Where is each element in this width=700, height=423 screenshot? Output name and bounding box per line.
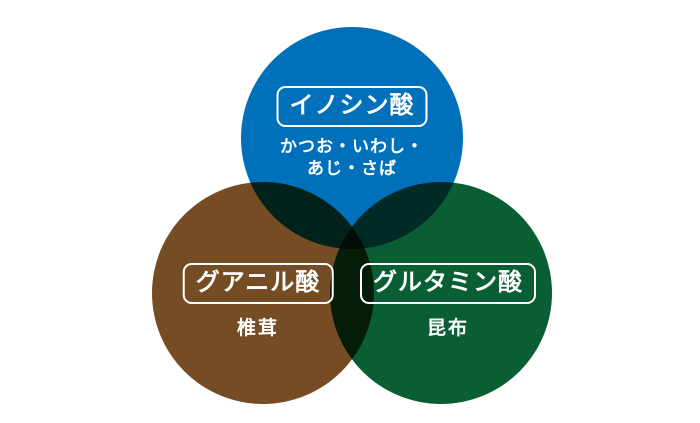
label-guanylic-acid: グアニル酸 [195,269,321,296]
sublabel-guanylic-acid: 椎茸 [236,317,279,339]
sublabel-line-2: あじ・さば [307,158,397,178]
label-group-guanylic-acid: グアニル酸 椎茸 [182,263,334,340]
label-box-glutamic-acid: グルタミン酸 [360,263,536,304]
sublabel-line-1: かつお・いわし・ [280,136,424,156]
label-group-glutamic-acid: グルタミン酸 昆布 [360,263,536,340]
sublabel-glutamic-acid: 昆布 [426,317,469,339]
sublabel-inosinic-acid: かつお・いわし・ あじ・さば [277,136,428,180]
label-box-inosinic-acid: イノシン酸 [276,86,428,127]
label-glutamic-acid: グルタミン酸 [373,269,523,296]
label-box-guanylic-acid: グアニル酸 [182,263,334,304]
circle-glutamic-acid [330,182,552,404]
label-inosinic-acid: イノシン酸 [289,92,415,119]
label-group-inosinic-acid: イノシン酸 かつお・いわし・ あじ・さば [276,86,428,180]
